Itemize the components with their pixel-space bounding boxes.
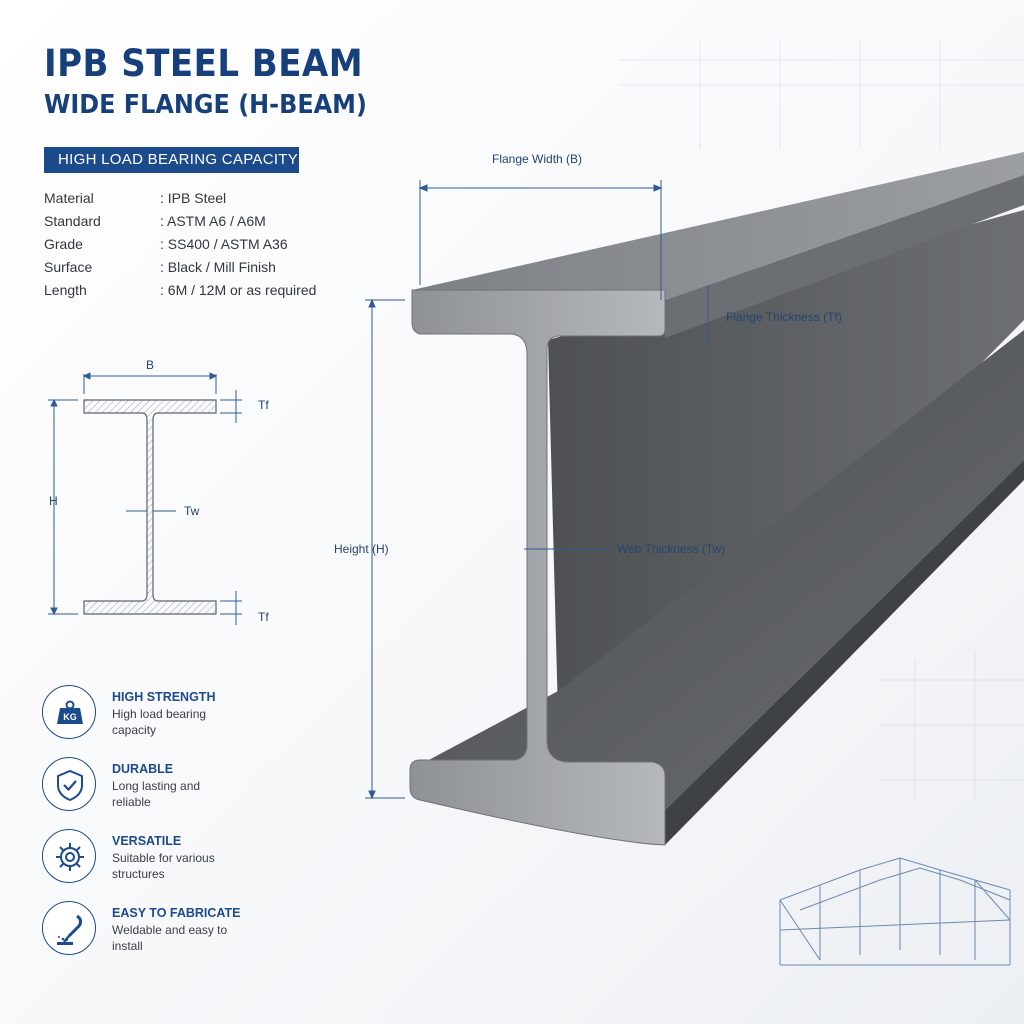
structure-frame-sketch: [779, 857, 1011, 966]
beam-end-face: [409, 289, 666, 846]
weight-kg-icon: KG: [42, 685, 96, 739]
shield-check-icon: [42, 757, 96, 811]
capacity-banner: HIGH LOAD BEARING CAPACITY: [44, 147, 299, 173]
spec-row-standard: Standard : ASTM A6 / A6M: [44, 213, 364, 236]
cross-section-width-label: B: [146, 358, 155, 372]
flange-thickness-label: Flange Thickness (Tf): [726, 310, 842, 324]
feature-easy-to-fabricate: EASY TO FABRICATE Weldable and easy to i…: [42, 901, 302, 961]
spec-key: Standard: [44, 213, 101, 229]
gear-icon: [42, 829, 96, 883]
flange-width-label: Flange Width (B): [492, 152, 583, 166]
page-subtitle: WIDE FLANGE (H-BEAM): [44, 90, 367, 120]
spec-key: Grade: [44, 236, 83, 252]
spec-row-length: Length : 6M / 12M or as required: [44, 282, 364, 305]
feature-description: Suitable for various structures: [112, 851, 215, 881]
welding-torch-icon: [42, 901, 96, 955]
spec-row-surface: Surface : Black / Mill Finish: [44, 259, 364, 282]
spec-row-grade: Grade : SS400 / ASTM A36: [44, 236, 364, 259]
beam-bottom-flange-edge: [665, 460, 1024, 845]
feature-high-strength: KG HIGH STRENGTH High load bearing capac…: [42, 685, 302, 745]
spec-value: : IPB Steel: [160, 190, 227, 206]
beam-top-flange-surface: [412, 152, 1024, 300]
spec-value: : 6M / 12M or as required: [160, 282, 317, 298]
spec-value: : ASTM A6 / A6M: [160, 213, 266, 229]
i-profile-shape: [83, 399, 217, 615]
feature-title: HIGH STRENGTH: [112, 690, 216, 704]
spec-value: : SS400 / ASTM A36: [160, 236, 288, 252]
cross-section-height-label: H: [49, 494, 58, 508]
weight-icon-text: KG: [63, 712, 77, 722]
spec-list: Material : IPB Steel Standard : ASTM A6 …: [44, 190, 364, 305]
feature-description: High load bearing capacity: [112, 707, 207, 737]
height-label: Height (H): [334, 542, 389, 556]
beam-top-flange-edge: [665, 175, 1024, 338]
feature-description: Weldable and easy to install: [112, 923, 228, 953]
page-title: IPB STEEL BEAM: [44, 42, 364, 85]
cross-section-diagram: [48, 372, 242, 625]
spec-key: Length: [44, 282, 87, 298]
cross-section-bottom-flange-label: Tf: [258, 610, 269, 624]
feature-title: DURABLE: [112, 762, 174, 776]
spec-key: Material: [44, 190, 94, 206]
feature-title: VERSATILE: [112, 834, 182, 848]
spec-key: Surface: [44, 259, 93, 275]
beam-bottom-flange-surface: [410, 330, 1024, 810]
spec-row-material: Material : IPB Steel: [44, 190, 364, 213]
cross-section-top-flange-label: Tf: [258, 398, 269, 412]
spec-value: : Black / Mill Finish: [160, 259, 276, 275]
web-thickness-label: Web Thickness (Tw): [617, 542, 726, 556]
feature-durable: DURABLE Long lasting and reliable: [42, 757, 302, 817]
feature-versatile: VERSATILE Suitable for various structure…: [42, 829, 302, 889]
feature-title: EASY TO FABRICATE: [112, 906, 241, 920]
feature-description: Long lasting and reliable: [112, 779, 201, 809]
cross-section-web-label: Tw: [184, 504, 200, 518]
